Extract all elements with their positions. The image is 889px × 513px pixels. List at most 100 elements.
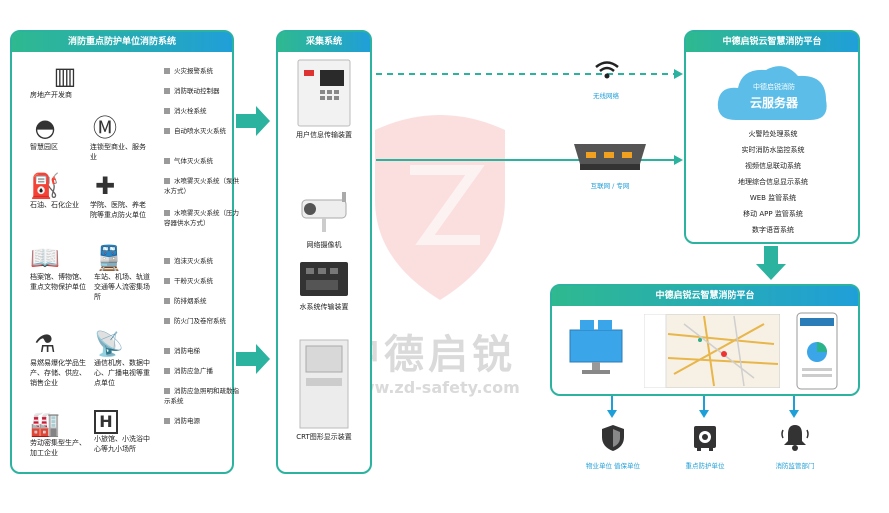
crt-display-icon bbox=[299, 339, 349, 429]
train-icon: 🚆 bbox=[94, 244, 124, 272]
entity-label: 石油、石化企业 bbox=[30, 201, 79, 209]
system-item: 水喷雾灭火系统（泵供水方式） bbox=[164, 176, 240, 196]
collection-panel: 采集系统 用户信息传输装置 网络摄像机 水系统传输装置 CRT图形显示装置 bbox=[276, 30, 372, 474]
system-item: 气体灭火系统 bbox=[164, 156, 240, 166]
internet-label: 互联网 / 专网 bbox=[590, 182, 630, 190]
system-label: 自动喷水灭火系统 bbox=[174, 127, 226, 135]
bullet-icon bbox=[164, 298, 170, 304]
entity-oil: ⛽ 石油、石化企业 bbox=[30, 172, 80, 210]
device-label: 水系统传输装置 bbox=[299, 303, 349, 311]
system-label: 火灾报警系统 bbox=[174, 67, 213, 75]
system-item: 防火门及卷帘系统 bbox=[164, 316, 240, 326]
hotel-icon: H bbox=[94, 410, 118, 434]
watermark-url: www.zd-safety.com bbox=[345, 378, 520, 397]
building-icon: ▥ bbox=[53, 62, 77, 90]
entity-hospital: ✚ 学院、医院、养老院等重点防火单位 bbox=[90, 172, 152, 220]
entity-real-estate: ▥ 房地产开发商 bbox=[30, 62, 110, 100]
arrow-right-upper bbox=[236, 106, 270, 136]
bottom-panel: 中德启锐云智慧消防平台 bbox=[550, 284, 860, 396]
water-transmitter-icon bbox=[300, 262, 348, 296]
desktop-monitor-icon bbox=[569, 320, 623, 374]
collection-panel-title: 采集系统 bbox=[278, 32, 370, 52]
entity-label: 小旅馆、小洗浴中心等九小场所 bbox=[94, 435, 150, 453]
system-label: 气体灭火系统 bbox=[174, 157, 213, 165]
chain-store-icon: Ⓜ bbox=[93, 114, 117, 142]
wireless-label: 无线网络 bbox=[593, 92, 619, 100]
bell-icon bbox=[781, 425, 809, 451]
cloud-icon bbox=[717, 66, 827, 120]
bullet-icon bbox=[164, 210, 170, 216]
router-icon bbox=[574, 144, 646, 170]
entity-label: 学院、医院、养老院等重点防火单位 bbox=[90, 201, 146, 219]
cloud-big-text: 云服务器 bbox=[749, 96, 798, 110]
entity-hotel: H 小旅馆、小洗浴中心等九小场所 bbox=[94, 410, 156, 454]
entity-label: 易燃易爆化学品生产、存储、供应、销售企业 bbox=[30, 359, 86, 387]
entity-smart-park: ◓ 智慧园区 bbox=[30, 114, 70, 152]
datacenter-icon: 📡 bbox=[94, 330, 124, 358]
device-label: 用户信息传输装置 bbox=[296, 131, 352, 139]
output-label-property: 物业单位 值保单位 bbox=[585, 462, 641, 470]
entity-archive: 📖 档案馆、博物馆、重点文物保护单位 bbox=[30, 244, 86, 292]
park-icon: ◓ bbox=[34, 114, 56, 142]
bullet-icon bbox=[164, 68, 170, 74]
system-label: 消防应急广播 bbox=[174, 367, 213, 375]
bullet-icon bbox=[164, 368, 170, 374]
bullet-icon bbox=[164, 258, 170, 264]
entity-chemical: ⚗ 易燃易爆化学品生产、存储、供应、销售企业 bbox=[30, 330, 92, 388]
transmitter-icon bbox=[297, 59, 351, 127]
entity-label: 连锁型商业、服务业 bbox=[90, 143, 146, 161]
system-item: 消防电梯 bbox=[164, 346, 240, 356]
entity-label: 劳动密集型生产、加工企业 bbox=[30, 439, 86, 457]
system-label: 消防应急照明和疏散指示系统 bbox=[164, 387, 239, 405]
entity-label: 车站、机场、轨道交通等人流密集场所 bbox=[94, 273, 150, 301]
device-label: 网络摄像机 bbox=[306, 241, 342, 249]
cloud-system-item: WEB 监管系统 bbox=[749, 194, 797, 202]
left-panel-title: 消防重点防护单位消防系统 bbox=[12, 32, 232, 52]
system-label: 泡沫灭火系统 bbox=[174, 257, 213, 265]
left-panel: 消防重点防护单位消防系统 ▥ 房地产开发商 ◓ 智慧园区 Ⓜ 连锁型商业、服务业… bbox=[10, 30, 239, 474]
watermark-logo bbox=[375, 115, 505, 300]
cloud-system-item: 数字语音系统 bbox=[752, 226, 794, 234]
cloud-small-text: 中德启锐消防 bbox=[753, 83, 795, 91]
system-label: 防排烟系统 bbox=[174, 297, 207, 305]
system-label: 消火栓系统 bbox=[174, 107, 207, 115]
wireless-link bbox=[376, 69, 683, 79]
cloud-system-item: 地理综合信息显示系统 bbox=[738, 178, 808, 186]
device-crt: CRT图形显示装置 bbox=[284, 338, 364, 442]
factory-icon: 🏭 bbox=[30, 410, 60, 438]
output-label-supervision: 消防监管部门 bbox=[775, 462, 815, 470]
bullet-icon bbox=[164, 418, 170, 424]
bullet-icon bbox=[164, 318, 170, 324]
bullet-icon bbox=[164, 388, 170, 394]
system-item: 消防应急广播 bbox=[164, 366, 240, 376]
system-label: 防火门及卷帘系统 bbox=[174, 317, 226, 325]
cloud-panel: 中德启锐云智慧消防平台 中德启锐消防 云服务器 火警险处理系统实时消防水监控系统… bbox=[684, 30, 860, 244]
system-item: 干粉灭火系统 bbox=[164, 276, 240, 286]
system-label: 水喷雾灭火系统（泵供水方式） bbox=[164, 177, 239, 195]
system-item: 消火栓系统 bbox=[164, 106, 240, 116]
chemical-icon: ⚗ bbox=[34, 330, 56, 358]
map-screen bbox=[644, 314, 780, 388]
output-arrows bbox=[607, 396, 799, 418]
shield-icon bbox=[602, 425, 624, 451]
entity-label: 通信机房、数据中心、广播电视等重点单位 bbox=[94, 359, 150, 387]
entity-label: 档案馆、博物馆、重点文物保护单位 bbox=[30, 273, 86, 291]
bottom-panel-title: 中德启锐云智慧消防平台 bbox=[552, 286, 858, 306]
entity-label: 房地产开发商 bbox=[30, 91, 72, 99]
wifi-icon bbox=[595, 61, 619, 79]
arrow-down bbox=[756, 246, 786, 280]
system-item: 消防应急照明和疏散指示系统 bbox=[164, 386, 240, 406]
system-item: 火灾报警系统 bbox=[164, 66, 240, 76]
system-item: 防排烟系统 bbox=[164, 296, 240, 306]
hospital-icon: ✚ bbox=[94, 172, 116, 200]
system-item: 消防联动控制器 bbox=[164, 86, 240, 96]
system-item: 消防电源 bbox=[164, 416, 240, 426]
device-transmitter: 用户信息传输装置 bbox=[284, 58, 364, 140]
device-water-transmitter: 水系统传输装置 bbox=[284, 258, 364, 312]
device-label: CRT图形显示装置 bbox=[296, 433, 352, 441]
cloud-system-item: 视频信息联动系统 bbox=[745, 162, 801, 170]
bullet-icon bbox=[164, 178, 170, 184]
book-icon: 📖 bbox=[30, 244, 60, 272]
cloud-system-item: 移动 APP 监管系统 bbox=[743, 210, 803, 218]
output-label-key-unit: 重点防护单位 bbox=[685, 462, 725, 470]
